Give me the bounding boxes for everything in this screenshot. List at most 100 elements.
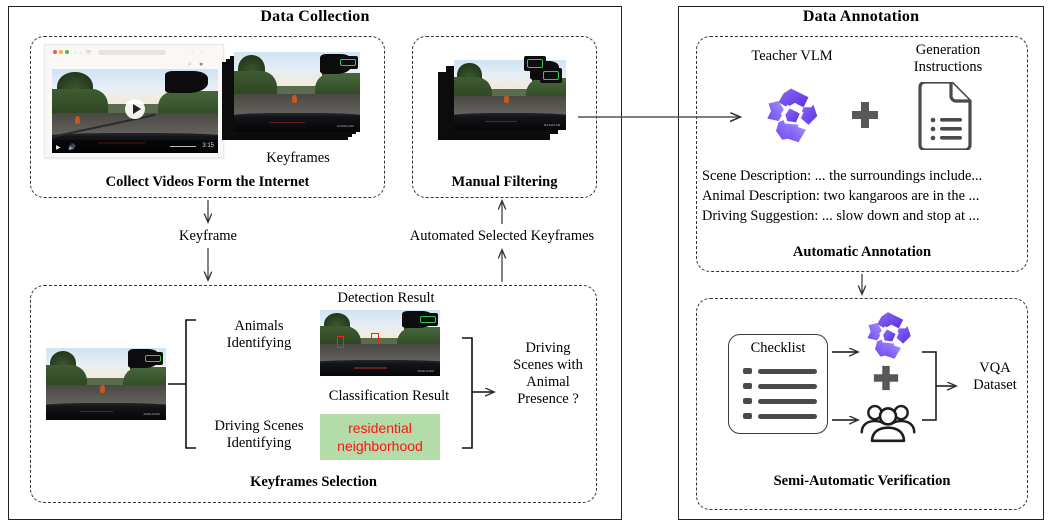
- reload-icon[interactable]: ⟳: [86, 49, 92, 56]
- scene-timestamp-stamp: DASHCAM: [337, 124, 354, 128]
- video-duration: 3:15: [202, 143, 214, 149]
- video-play-small-icon[interactable]: ▶: [56, 144, 61, 151]
- scene-kangaroo: [75, 116, 81, 125]
- checklist-line: [758, 398, 817, 404]
- plus-icon-svg: [873, 365, 899, 391]
- keyframes-label: Keyframes: [266, 150, 330, 166]
- animal-sign-icon-back: [524, 56, 546, 71]
- plus-icon-svg: [852, 102, 878, 128]
- checklist-checkbox[interactable]: [743, 413, 752, 419]
- teacher-vlm-logo-icon: [758, 86, 824, 146]
- scene-dashboard: [234, 116, 360, 132]
- scene-dash-reflection: [485, 120, 517, 123]
- detection-result-title: Detection Result: [337, 290, 435, 306]
- animals-identifying-text: Animals Identifying: [226, 318, 292, 352]
- annotation-line-3: Driving Suggestion: ... slow down and st…: [702, 208, 980, 224]
- keyframes-stack: DASHCAM: [222, 52, 374, 148]
- detection-result-frame: DASHCAM: [320, 310, 440, 376]
- checklist-row[interactable]: [743, 368, 817, 374]
- scene-hedge-left: [320, 325, 361, 349]
- scene-hedge-right: [396, 327, 440, 349]
- address-bar[interactable]: [98, 50, 166, 55]
- automated-selected-keyframes-label: Automated Selected Keyframes: [409, 228, 595, 244]
- annotation-line-2: Animal Description: two kangaroos are in…: [702, 188, 980, 204]
- window-maximize-dot[interactable]: [65, 50, 69, 54]
- people-icon-svg: [860, 404, 916, 443]
- doc-icon-svg: [918, 80, 972, 152]
- keyframes-selection-input-frame: DASHCAM: [46, 348, 166, 420]
- sign-glyph: [340, 58, 356, 67]
- driving-scenes-identifying-text: Driving Scenes Identifying: [214, 418, 304, 452]
- scene-dash-reflection: [79, 410, 114, 413]
- automatic-annotation-caption: Automatic Annotation: [792, 244, 932, 260]
- sign-glyph: [145, 354, 161, 363]
- video-volume-icon[interactable]: 🔊: [68, 144, 76, 151]
- scene-timestamp-stamp: DASHCAM: [143, 412, 160, 417]
- collect-videos-caption: Collect Videos Form the Internet: [105, 174, 310, 190]
- verification-plus-icon: [872, 364, 900, 397]
- classification-result-title: Classification Result: [328, 388, 450, 404]
- semi-automatic-verification-caption: Semi-Automatic Verification: [773, 473, 951, 489]
- checklist-card: Checklist: [728, 334, 828, 434]
- sign-glyph: [526, 59, 544, 68]
- checklist-checkbox[interactable]: [743, 383, 752, 389]
- video-browser-window: ‹ › ⟳ ◌ ◌ ⌕ ● ▶ 🔊 3:15: [44, 44, 224, 158]
- checklist-line: [758, 413, 817, 419]
- video-controls-bar[interactable]: ▶ 🔊 3:15: [52, 140, 218, 153]
- vqa-dataset-text: VQA Dataset: [973, 360, 1017, 394]
- animal-sign-icon: [338, 56, 358, 69]
- teacher-vlm-label: Teacher VLM: [751, 48, 833, 64]
- driving-scenes-identifying-label: Driving Scenes Identifying: [186, 418, 332, 452]
- vqa-dataset-label: VQA Dataset: [958, 360, 1032, 394]
- video-player-frame[interactable]: ▶ 🔊 3:15: [52, 69, 218, 153]
- vlm-logo-svg: [767, 88, 818, 143]
- forward-arrow-icon[interactable]: ›: [80, 50, 82, 56]
- scene-dashboard: [454, 116, 566, 130]
- window-close-dot[interactable]: [53, 50, 57, 54]
- checklist-checkbox[interactable]: [743, 398, 752, 404]
- animal-sign-icon-front: [540, 68, 562, 83]
- checklist-line: [758, 368, 817, 374]
- extensions-icon[interactable]: ◌: [191, 49, 195, 56]
- keyframes-selection-output-label: Driving Scenes with Animal Presence ?: [498, 340, 598, 408]
- search-icon[interactable]: ⌕: [188, 60, 192, 68]
- scene-dashboard: [46, 405, 166, 420]
- window-minimize-dot[interactable]: [59, 50, 63, 54]
- checklist-row[interactable]: [743, 383, 817, 389]
- scene-hedge-left: [454, 76, 493, 101]
- keyframes-stack-front: DASHCAM: [234, 52, 360, 132]
- account-avatar-icon[interactable]: ●: [199, 60, 204, 68]
- checklist-row[interactable]: [743, 413, 817, 419]
- scene-hedge-right: [122, 366, 166, 390]
- vlm-logo-svg: [867, 312, 911, 359]
- left-panel-title: Data Collection: [260, 8, 370, 25]
- play-icon[interactable]: [125, 99, 145, 119]
- output-text: Driving Scenes with Animal Presence ?: [513, 340, 583, 408]
- more-options-icon[interactable]: ◌: [200, 49, 204, 56]
- scene-dash-reflection: [269, 121, 305, 124]
- classification-result-value: residential neighborhood: [320, 414, 440, 460]
- scene-dashboard: [320, 362, 440, 376]
- scene-hedge-right: [525, 78, 566, 101]
- back-arrow-icon[interactable]: ‹: [74, 50, 76, 56]
- generation-instructions-doc-icon: [916, 80, 974, 155]
- detection-bbox-1: [337, 336, 344, 348]
- checklist-row[interactable]: [743, 398, 817, 404]
- keyframes-selection-caption: Keyframes Selection: [250, 474, 377, 490]
- video-progress-track[interactable]: [170, 146, 196, 147]
- automatic-annotation-box: [696, 36, 1028, 272]
- sign-glyph: [420, 315, 436, 324]
- checklist-label: Checklist: [750, 340, 806, 356]
- sign-glyph: [542, 71, 560, 80]
- generation-instructions-label: Generation Instructions: [886, 42, 1010, 76]
- animal-sign-icon: [143, 352, 163, 365]
- semi-automatic-verification-box: [696, 298, 1028, 510]
- right-panel-title: Data Annotation: [802, 8, 920, 25]
- plus-icon: [850, 100, 880, 135]
- scene-dash-reflection: [353, 367, 388, 369]
- animals-identifying-label: Animals Identifying: [196, 318, 322, 352]
- animal-sign-icon: [418, 313, 438, 326]
- checklist-checkbox[interactable]: [743, 368, 752, 374]
- scene-timestamp-stamp: DASHCAM: [417, 368, 434, 373]
- annotation-line-1: Scene Description: ... the surroundings …: [702, 168, 983, 184]
